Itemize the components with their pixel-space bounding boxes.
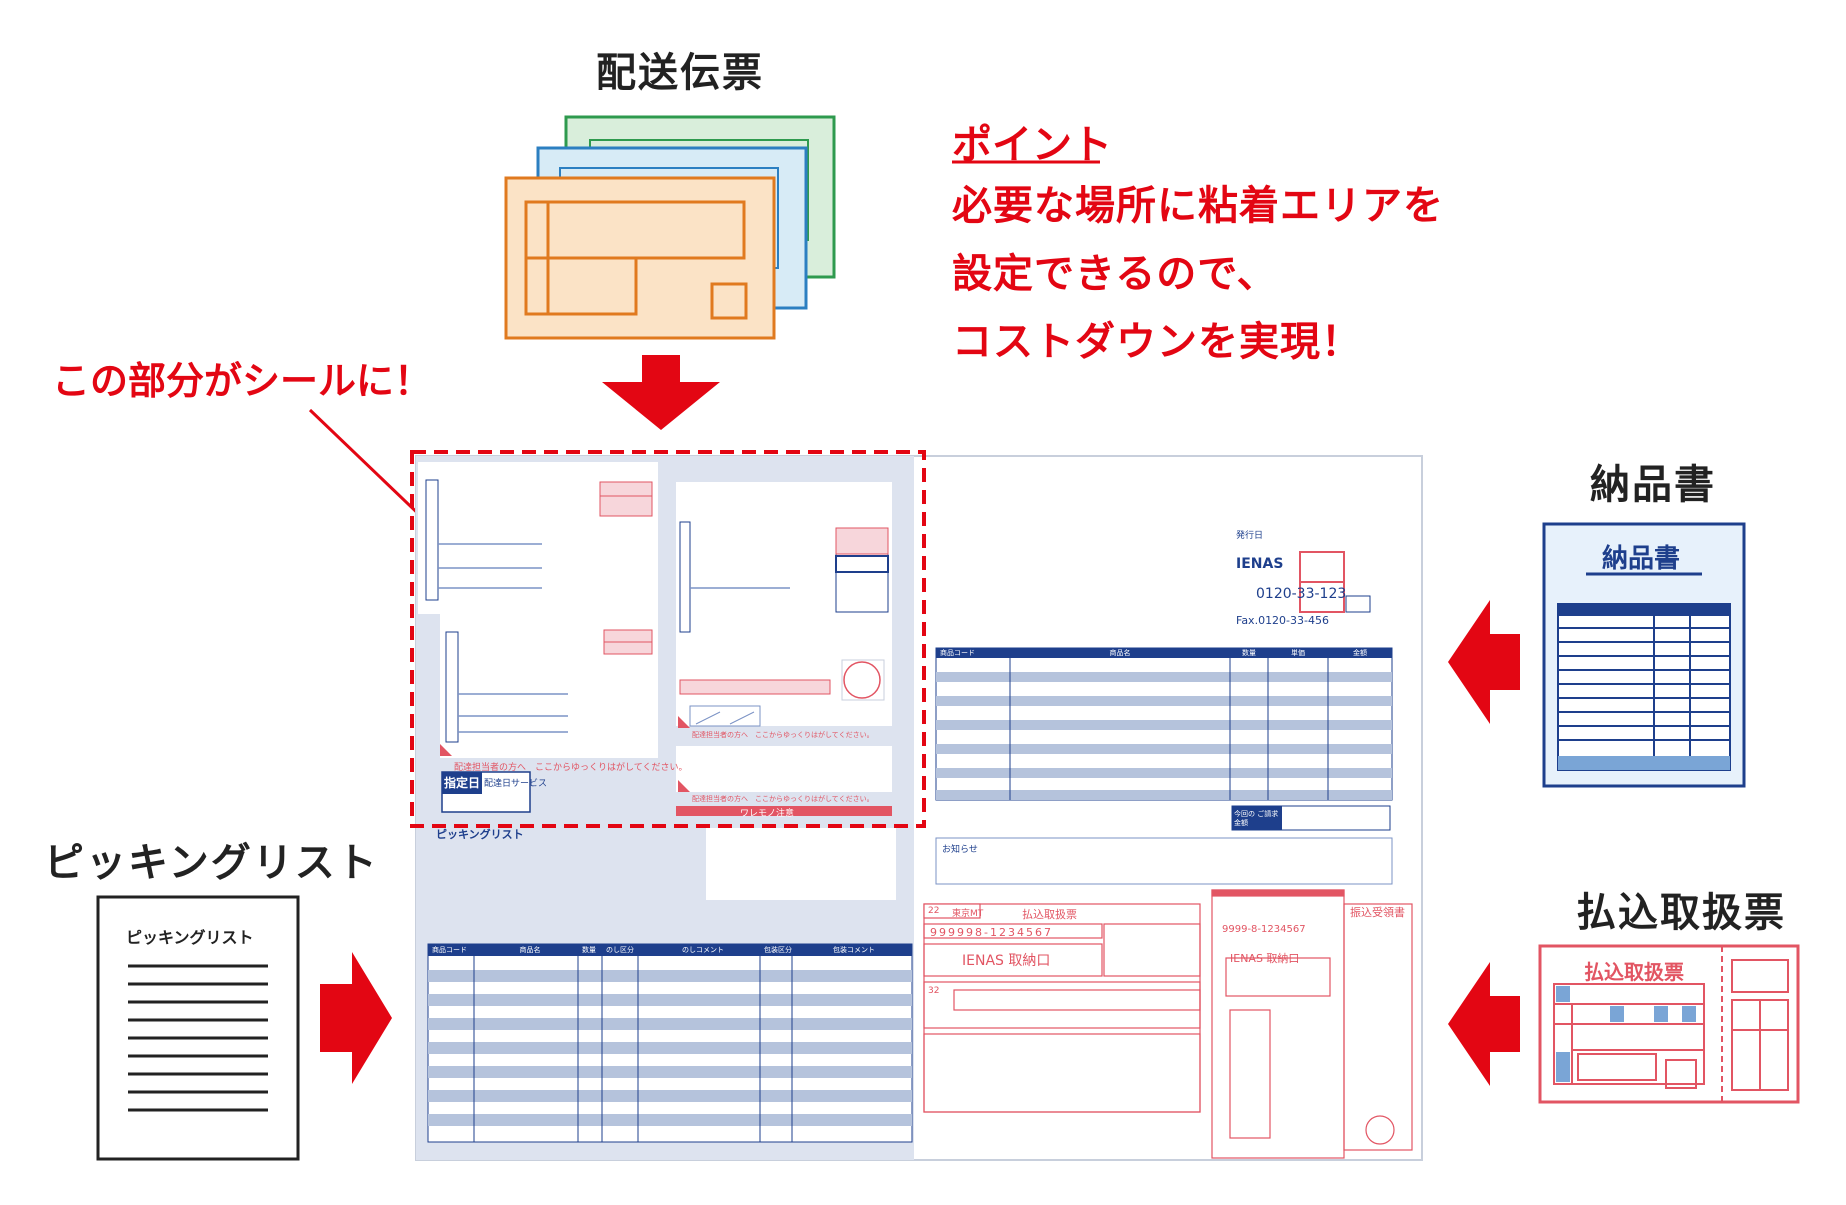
col-header: 包装区分: [764, 946, 792, 954]
delivery-note-heading: 納品書: [1590, 462, 1716, 508]
left-arrow-delivery: [1448, 600, 1520, 724]
payee-main: IENAS 取納口: [962, 953, 1051, 969]
down-arrow: [602, 355, 720, 430]
picking-list-card: [96, 895, 300, 1161]
stamp-text: 指定日: [444, 776, 481, 790]
col-header: 商品コード: [940, 649, 975, 657]
company-fax: Fax.0120-33-456: [1236, 614, 1329, 627]
delivery-note-card-title: 納品書: [1602, 544, 1681, 574]
picking-list-title: ピッキングリスト: [436, 828, 524, 841]
left-arrow-transfer: [1448, 962, 1520, 1086]
code-label: 東京MT: [952, 909, 984, 919]
picking-table-header: 商品コード 商品名 数量 のし区分 のしコメント 包装区分 包装コメント: [432, 945, 912, 955]
shipping-note-1: 配達担当者の方へ ここからゆっくりはがしてください。: [454, 763, 688, 773]
sticker-note: この部分がシールに！: [52, 359, 433, 403]
point-line-2: 設定できるので、: [952, 251, 1278, 297]
company-phone: 0120-33-123: [1256, 586, 1347, 602]
col-header: 商品名: [519, 946, 541, 954]
col-header: のしコメント: [682, 946, 724, 954]
code-22: 22: [928, 906, 940, 916]
point-line-1: 必要な場所に粘着エリアを: [952, 183, 1444, 229]
invoice-total-label: 今回の ご請求金額: [1234, 810, 1279, 827]
col-header: 数量: [582, 946, 596, 954]
code-32: 32: [928, 986, 940, 996]
payment-slip-area: [916, 889, 1416, 1159]
point-line-3: コストダウンを実現！: [952, 319, 1362, 365]
receipt-title: 振込受領書: [1350, 906, 1405, 919]
invoice-table-header: 商品コード 商品名 数量 単価 金額: [940, 648, 1392, 658]
col-header: 数量: [1242, 649, 1256, 657]
account-digits: 999998-1234567: [930, 926, 1053, 939]
payment-title: 払込取扱票: [1022, 908, 1077, 921]
shipping-note-3: 配達担当者の方へ ここからゆっくりはがしてください。: [692, 795, 874, 803]
col-header: 単価: [1291, 649, 1305, 657]
point-title: ポイント: [952, 122, 1112, 168]
service-text: 配達日サービス: [484, 779, 548, 789]
transfer-slip-card-title: 払込取扱票: [1584, 960, 1684, 984]
notice-label: お知らせ: [942, 845, 978, 855]
col-header: のし区分: [606, 946, 634, 954]
picking-list-card-title: ピッキングリスト: [126, 928, 254, 947]
transfer-slip-card: [1538, 944, 1800, 1104]
right-arrow-picking: [320, 952, 392, 1084]
col-header: 商品コード: [432, 946, 467, 954]
payee-receipt: IENAS 取納口: [1230, 952, 1300, 965]
picking-list-heading: ピッキングリスト: [44, 840, 379, 886]
form-sheet: [415, 455, 1423, 1161]
account-receipt: 9999-8-1234567: [1222, 924, 1306, 935]
col-header: 包装コメント: [833, 946, 875, 954]
shipping-slip-heading: 配送伝票: [596, 50, 764, 96]
sticker-area-outline: [410, 450, 926, 828]
fragile-label: ワレモノ注意: [740, 809, 795, 819]
transfer-slip-heading: 払込取扱票: [1576, 890, 1786, 936]
delivery-note-card: [1542, 522, 1746, 788]
company-name: IENAS: [1236, 556, 1284, 572]
shipping-note-2: 配達担当者の方へ ここからゆっくりはがしてください。: [692, 731, 874, 739]
issue-date-label: 発行日: [1236, 531, 1264, 541]
col-header: 商品名: [1109, 649, 1131, 657]
shipping-slip-stack: [504, 115, 836, 340]
col-header: 金額: [1353, 649, 1367, 657]
